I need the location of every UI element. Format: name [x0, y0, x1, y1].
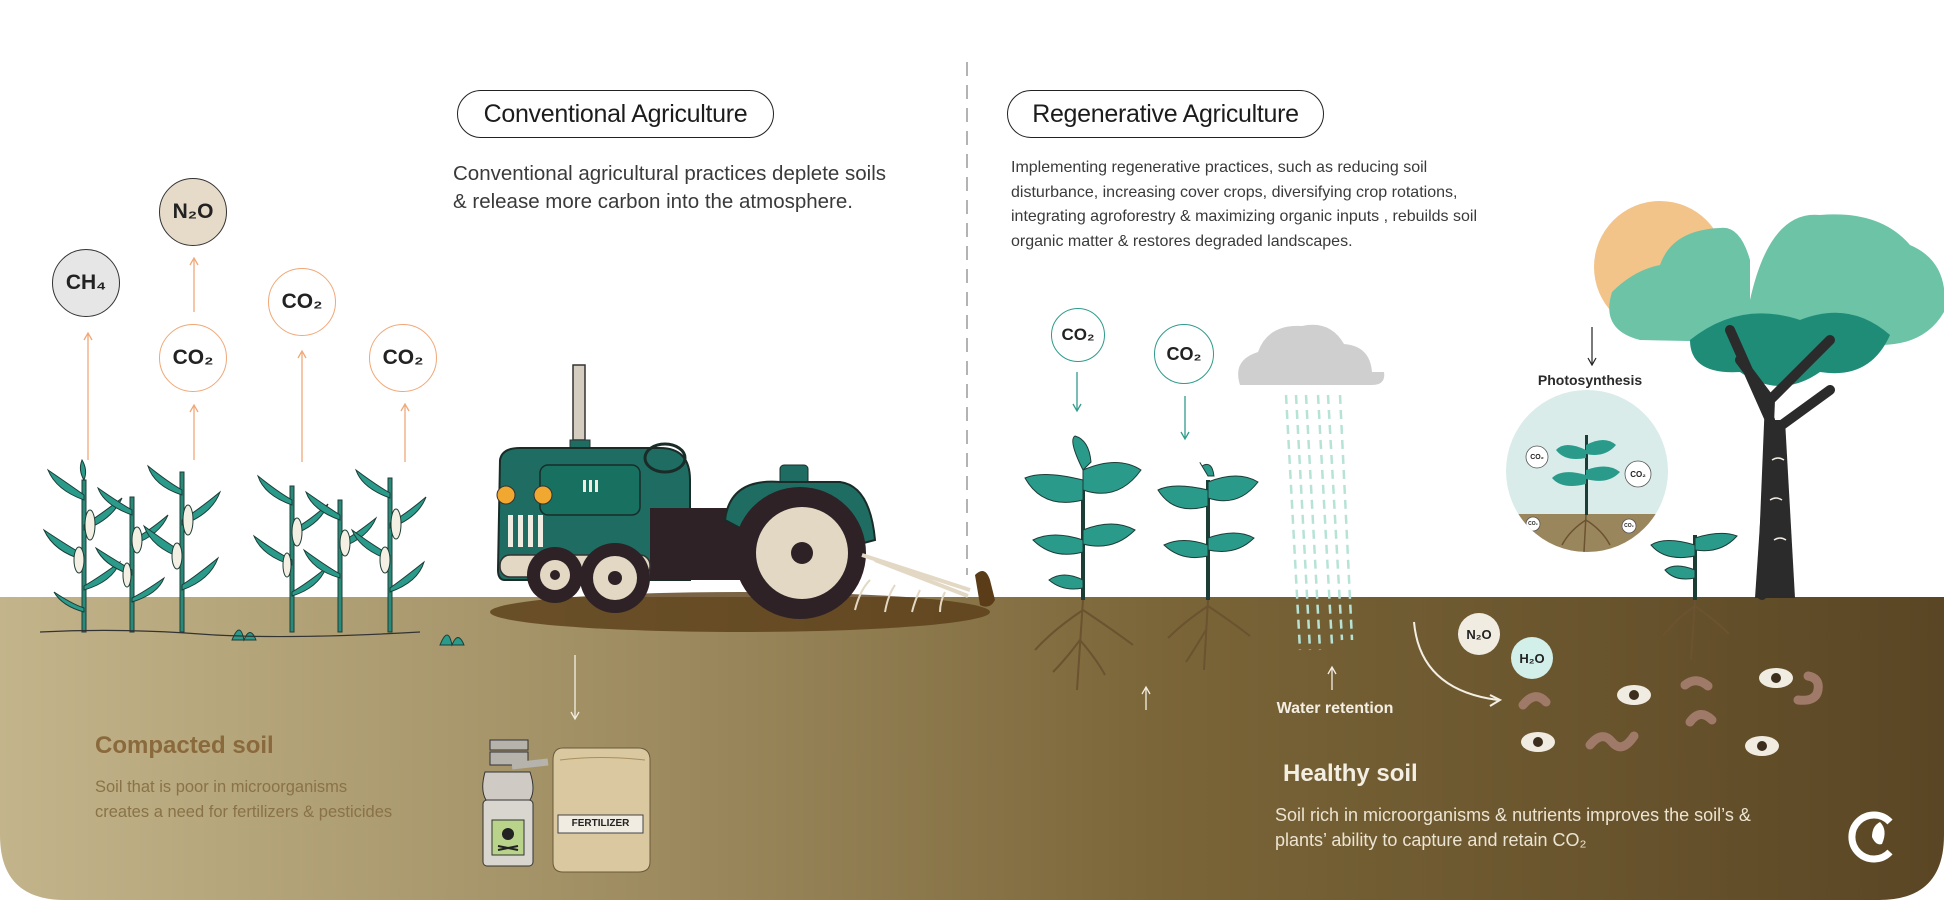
logo-icon — [1848, 811, 1893, 863]
fertilizer-bag-icon — [552, 747, 651, 873]
conventional-description: Conventional agricultural practices depl… — [453, 160, 886, 216]
water-arrows — [1141, 665, 1337, 710]
co2-bubble: CO₂ — [268, 268, 336, 336]
healthy-soil-title: Healthy soil — [1283, 760, 1418, 787]
field-line — [39, 629, 421, 638]
regenerative-description-line: disturbance, increasing cover crops, div… — [1011, 183, 1458, 201]
healthy-soil-line: plants’ ability to capture and retain CO… — [1275, 830, 1587, 850]
inset-co2-label: CO₂ — [1528, 521, 1538, 527]
tractor-icon — [490, 364, 995, 632]
rain — [1284, 394, 1354, 651]
compacted-soil-line: Soil that is poor in microorganisms — [95, 778, 348, 796]
compacted-soil-description: Soil that is poor in microorganisms crea… — [95, 775, 392, 825]
soil-organisms — [1518, 668, 1823, 756]
healthy-soil-description: Soil rich in microorganisms & nutrients … — [1275, 803, 1751, 853]
regenerative-description-line: Implementing regenerative practices, suc… — [1011, 159, 1428, 176]
conventional-title: Conventional Agriculture — [457, 90, 774, 138]
cover-crop-plants — [1024, 435, 1259, 691]
regenerative-description-line: organic matter & restores degraded lands… — [1011, 232, 1353, 250]
co2-bubble: CO₂ — [159, 324, 227, 392]
regenerative-description: Implementing regenerative practices, suc… — [1011, 156, 1477, 254]
ch4-bubble: CH₄ — [52, 249, 120, 317]
photosynthesis-inset — [1506, 390, 1668, 552]
conventional-description-line: Conventional agricultural practices depl… — [453, 162, 887, 185]
fertilizer-label: FERTILIZER — [571, 818, 630, 829]
h2o-bubble: H₂O — [1511, 637, 1553, 679]
regenerative-description-line: integrating agroforestry & maximizing or… — [1011, 208, 1477, 225]
cloud-icon — [1238, 324, 1385, 385]
soil-band — [0, 597, 1944, 900]
tree-icon — [1609, 214, 1944, 600]
conventional-description-line: & release more carbon into the atmospher… — [453, 190, 853, 213]
emission-arrows — [83, 256, 410, 462]
compacted-soil-line: creates a need for fertilizers & pestici… — [95, 803, 393, 821]
seedling — [1650, 532, 1738, 661]
spray-bottle-icon — [482, 739, 549, 867]
compacted-soil-title: Compacted soil — [95, 732, 274, 759]
inset-co2-label: CO₂ — [1624, 523, 1634, 529]
inset-co2-label: CO₂ — [1630, 469, 1646, 479]
healthy-soil-line: Soil rich in microorganisms & nutrients … — [1275, 805, 1751, 825]
water-retention-label: Water retention — [1276, 700, 1394, 717]
co2-bubble: CO₂ — [369, 324, 437, 392]
curved-arrow — [1413, 621, 1499, 701]
co2-bubble: CO₂ — [1154, 324, 1214, 384]
down-arrow — [570, 655, 580, 721]
photosynthesis-label: Photosynthesis — [1537, 372, 1643, 388]
inset-co2-label: CO₂ — [1530, 453, 1544, 461]
n2o-bubble: N₂O — [1458, 613, 1500, 655]
capture-arrows — [1072, 372, 1190, 441]
co2-bubble: CO₂ — [1051, 308, 1105, 362]
regenerative-title: Regenerative Agriculture — [1007, 90, 1324, 138]
n2o-bubble: N₂O — [159, 178, 227, 246]
corn-plants — [42, 458, 465, 647]
